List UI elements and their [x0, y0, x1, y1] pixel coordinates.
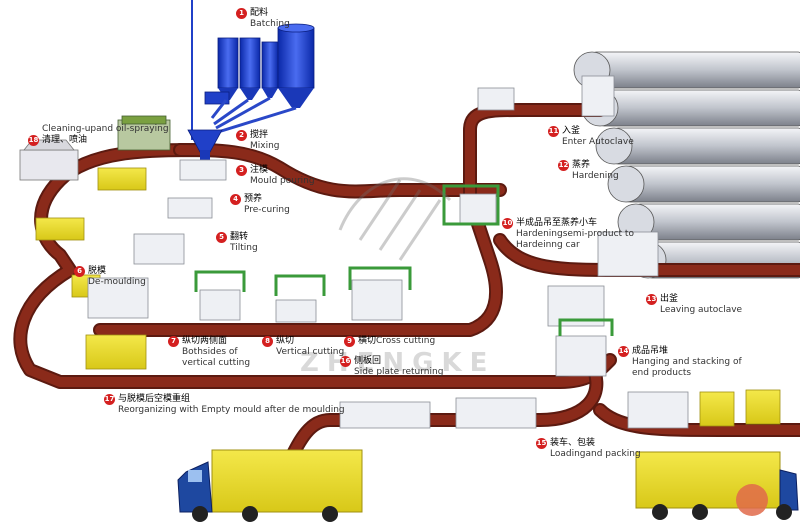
packed-product-stacks — [699, 389, 781, 427]
autoclave-1 — [591, 51, 800, 89]
cakes — [87, 75, 689, 429]
autoclave-5 — [635, 203, 800, 241]
frame-cross-cutting — [348, 266, 412, 290]
autoclave-2 — [599, 89, 800, 127]
logo-watermark — [338, 177, 452, 261]
truck-right — [635, 451, 799, 520]
watermark-text: ZHENGKE — [300, 348, 496, 378]
cleaning-oil-spraying-unit — [19, 115, 171, 181]
cutting-frames — [194, 184, 614, 336]
frame-bothsides-cutting — [194, 270, 246, 292]
frame-hardening-car — [442, 184, 500, 226]
autoclave-4 — [625, 165, 800, 203]
truck-left — [177, 449, 363, 522]
frame-vertical-cutting — [274, 274, 326, 296]
mould-1 — [97, 167, 147, 191]
frame-stacking — [558, 318, 614, 336]
autoclave-3 — [613, 127, 800, 165]
batching-silos — [187, 0, 315, 164]
mould-3 — [85, 334, 147, 370]
corner-mark — [736, 484, 768, 516]
mould-2 — [35, 217, 85, 241]
